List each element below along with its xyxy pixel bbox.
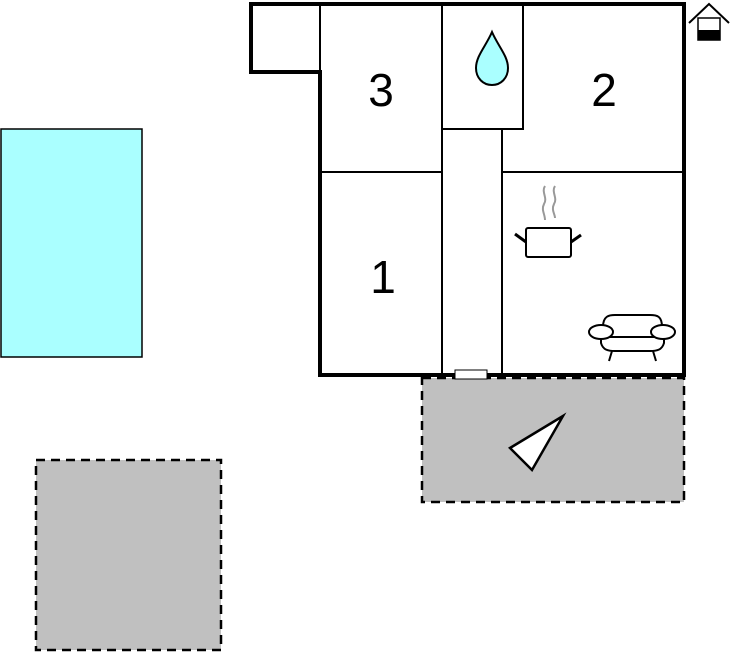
water-drop-icon: [474, 29, 510, 87]
compass-arrow-icon: [507, 412, 567, 473]
house-icon: [688, 2, 730, 41]
parking-area: [34, 458, 223, 652]
exterior-walls: [249, 2, 686, 377]
room-label-2: 2: [591, 64, 617, 116]
cooking-pot-icon: [514, 185, 582, 258]
sofa-icon: [588, 314, 676, 362]
terrace: [420, 376, 686, 504]
swimming-pool: [0, 128, 143, 358]
room-label-1: 1: [370, 251, 396, 303]
room-label-3: 3: [368, 64, 394, 116]
entrance-door: [454, 369, 488, 380]
interior-walls: [319, 4, 684, 375]
